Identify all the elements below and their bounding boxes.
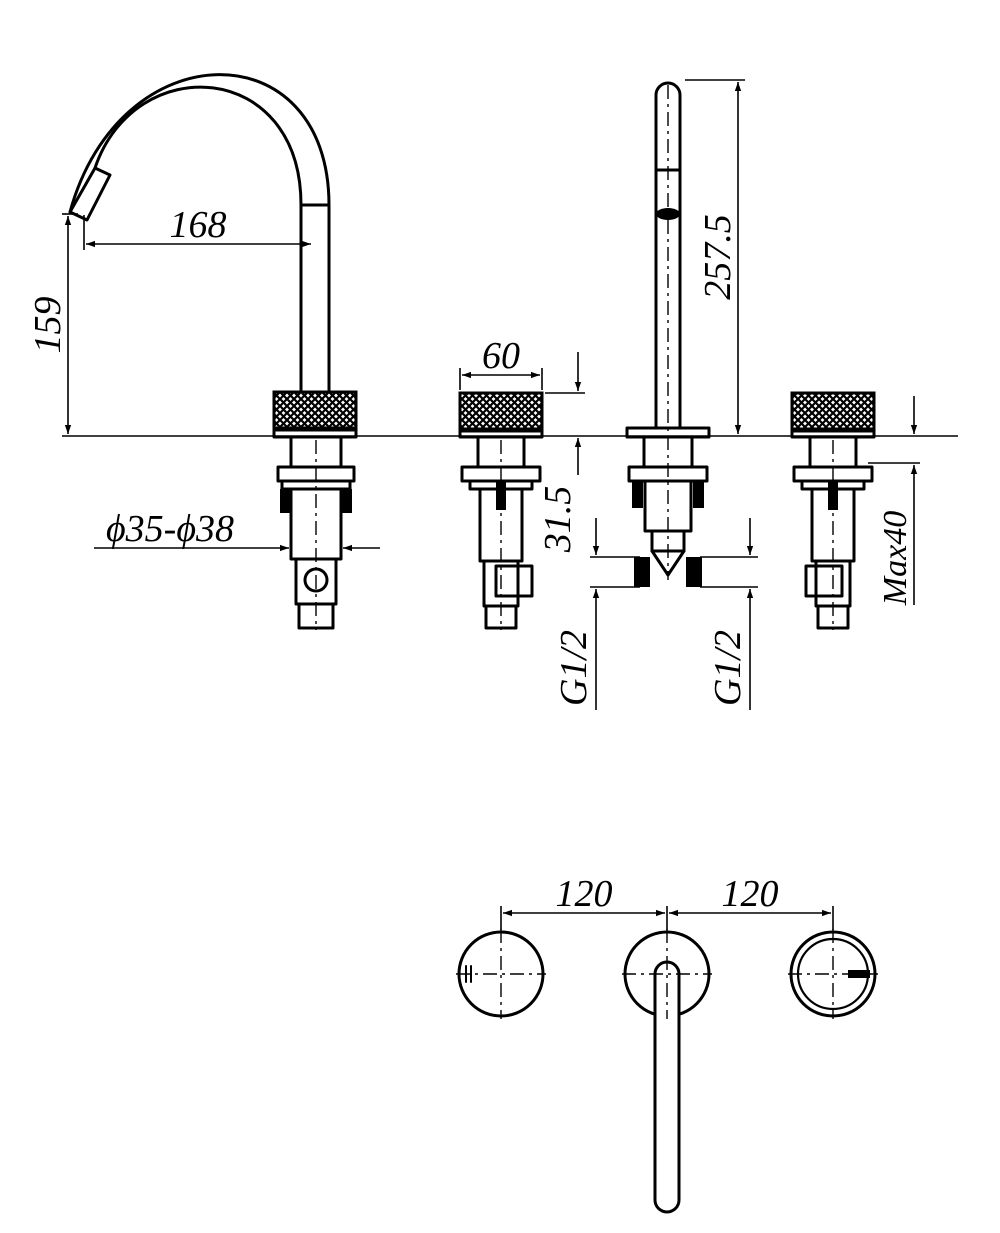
label-hole-diameter: ϕ35-ϕ38 <box>106 508 234 550</box>
label-handle-diameter: 60 <box>482 335 520 377</box>
gooseneck-spout <box>68 73 358 630</box>
dim-hole-diameter: ϕ35-ϕ38 <box>94 508 380 552</box>
dim-spout-reach: 168 <box>83 204 311 250</box>
label-deck-thickness: Max40 <box>877 511 914 606</box>
dim-deck-thickness: Max40 <box>868 396 920 606</box>
dim-hose-length: 257.5 <box>685 79 745 434</box>
dim-spout-height: 159 <box>27 213 78 434</box>
center-hand-shower <box>625 81 711 587</box>
label-mount-depth: 31.5 <box>537 486 579 554</box>
label-hose-length: 257.5 <box>697 214 739 300</box>
plan-right-handle <box>788 929 878 1019</box>
dim-handle-diameter: 60 <box>459 335 543 390</box>
plan-center-spout <box>622 929 712 1214</box>
dim-connection-right: G1/2 <box>700 518 758 710</box>
front-elevation: 168 159 60 257.5 31.5 <box>27 73 958 710</box>
label-connection-left: G1/2 <box>553 630 595 706</box>
dim-mount-depth: 31.5 <box>537 352 585 553</box>
plan-view: 120 120 <box>456 873 878 1214</box>
dim-connection-left: G1/2 <box>553 518 640 710</box>
label-spout-reach: 168 <box>170 204 227 246</box>
label-spout-height: 159 <box>27 297 69 354</box>
label-spacing-left: 120 <box>556 873 613 915</box>
dim-spacing: 120 120 <box>500 873 834 930</box>
label-connection-right: G1/2 <box>707 630 749 706</box>
plan-left-handle <box>456 929 546 1019</box>
left-handle-valve <box>458 391 544 630</box>
label-spacing-right: 120 <box>722 873 779 915</box>
right-handle-valve <box>790 391 876 630</box>
